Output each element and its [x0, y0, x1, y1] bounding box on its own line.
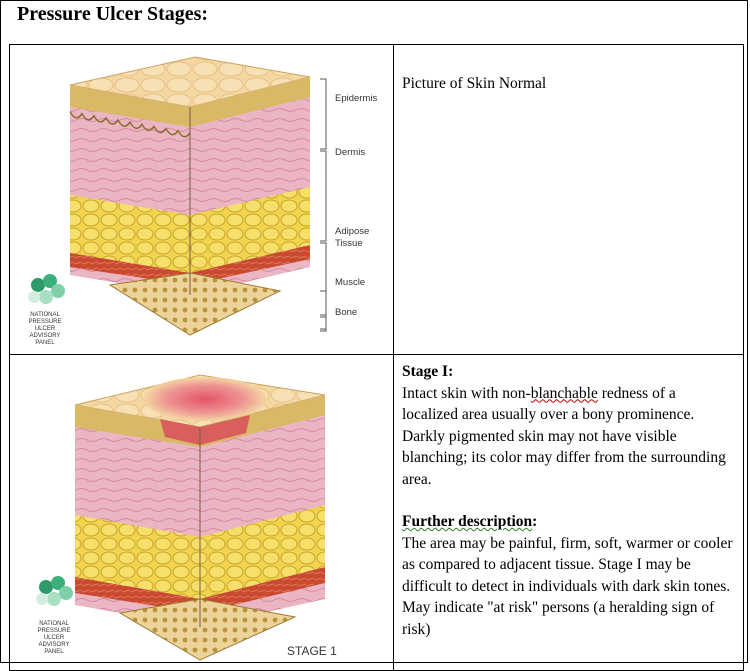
table-row: NATIONAL PRESSURE ULCER ADVISORY PANEL S…: [9, 354, 744, 671]
svg-text:ADVISORY: ADVISORY: [30, 333, 61, 339]
svg-text:PRESSURE: PRESSURE: [28, 319, 61, 325]
svg-text:ULCER: ULCER: [35, 326, 56, 332]
label-muscle: Muscle: [335, 277, 365, 288]
svg-text:NATIONAL: NATIONAL: [39, 621, 69, 627]
svg-text:PANEL: PANEL: [35, 340, 55, 346]
page-title: Pressure Ulcer Stages:: [17, 3, 209, 25]
stages-table: Epidermis Dermis Adipose Tissue Muscle B…: [9, 44, 744, 671]
normal-skin-text-cell: Picture of Skin Normal: [393, 44, 744, 355]
label-dermis: Dermis: [335, 147, 365, 158]
npuap-logo: NATIONAL PRESSURE ULCER ADVISORY PANEL: [28, 274, 65, 346]
svg-text:NATIONAL: NATIONAL: [30, 312, 60, 318]
normal-skin-label: Picture of Skin Normal: [402, 75, 547, 92]
label-adipose: Adipose: [335, 226, 369, 237]
svg-text:PANEL: PANEL: [44, 649, 64, 655]
svg-text:PRESSURE: PRESSURE: [37, 628, 70, 634]
further-description-heading: Further description:: [402, 513, 538, 530]
stage1-heading: Stage I:: [402, 363, 454, 380]
label-bone: Bone: [335, 307, 357, 318]
stage-caption: STAGE 1: [287, 644, 337, 658]
svg-text:ULCER: ULCER: [44, 635, 65, 641]
stage1-skin-illustration: NATIONAL PRESSURE ULCER ADVISORY PANEL S…: [36, 374, 337, 661]
further-description-text: The area may be painful, firm, soft, war…: [402, 534, 733, 638]
stage1-image-cell: NATIONAL PRESSURE ULCER ADVISORY PANEL S…: [9, 354, 394, 671]
normal-skin-image-cell: Epidermis Dermis Adipose Tissue Muscle B…: [9, 44, 394, 355]
label-epidermis: Epidermis: [335, 93, 377, 104]
label-tissue: Tissue: [335, 238, 363, 249]
svg-text:ADVISORY: ADVISORY: [39, 642, 70, 648]
stage1-text-cell: Stage I: Intact skin with non-blanchable…: [393, 354, 744, 671]
table-row: Epidermis Dermis Adipose Tissue Muscle B…: [9, 44, 744, 355]
normal-skin-illustration: Epidermis Dermis Adipose Tissue Muscle B…: [28, 56, 377, 346]
npuap-logo: NATIONAL PRESSURE ULCER ADVISORY PANEL: [36, 576, 73, 655]
stage1-description: Intact skin with non-blanchable redness …: [402, 384, 726, 488]
